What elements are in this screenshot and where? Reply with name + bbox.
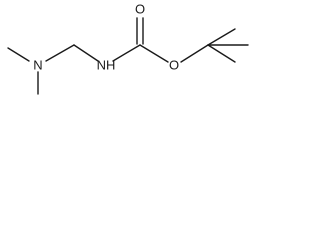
atom-label-ester-o: O bbox=[169, 57, 179, 72]
bond-nh-carbonyl-c bbox=[112, 44, 141, 62]
bond-ester-o-quaternary-c bbox=[180, 44, 209, 63]
atom-label-amine-n: N bbox=[33, 57, 42, 72]
bond-n-ch2 bbox=[45, 44, 75, 62]
atom-label-amide-nh: NH bbox=[97, 57, 116, 72]
bond-methyl-top-n bbox=[7, 47, 30, 62]
bond-carbonyl-c-ester-o bbox=[139, 44, 169, 63]
bond-ch2-nh bbox=[73, 44, 99, 62]
bond-lines bbox=[7, 17, 249, 95]
structure-canvas: N NH O O bbox=[0, 0, 249, 113]
chemical-structure: N NH O O bbox=[7, 1, 249, 95]
atom-label-carbonyl-o: O bbox=[135, 1, 145, 16]
bond-tbu-methyl-down bbox=[207, 44, 236, 63]
bond-tbu-methyl-up bbox=[207, 28, 236, 46]
atom-labels: N NH O O bbox=[33, 1, 179, 72]
